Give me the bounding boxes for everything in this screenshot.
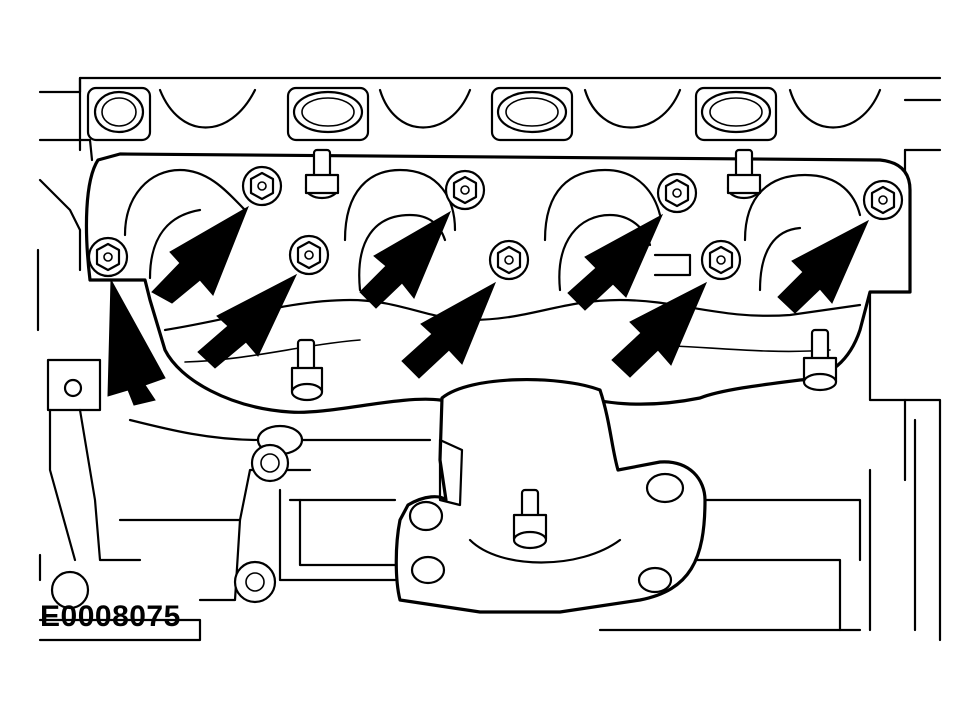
hex-nut	[862, 179, 904, 221]
callout-arrows	[107, 205, 870, 406]
arrow-callout-icon	[359, 210, 452, 309]
hex-nut	[700, 239, 742, 281]
stud	[304, 148, 340, 200]
stud	[802, 328, 838, 392]
arrow-callout-icon	[611, 281, 708, 378]
arrow-callout-icon	[567, 213, 664, 311]
manifold-studs	[290, 148, 838, 550]
arrow-callout-icon	[401, 281, 496, 379]
cylinder-head	[36, 76, 942, 642]
stud	[726, 148, 762, 200]
lower-bracket	[118, 418, 862, 632]
figure-id-label: E0008075	[40, 600, 181, 633]
arrow-callout-icon	[107, 278, 166, 406]
hex-nut	[241, 165, 283, 207]
hex-nut	[288, 234, 330, 276]
stud	[512, 488, 548, 550]
exhaust-manifold	[84, 152, 912, 414]
hex-nut	[87, 236, 129, 278]
stud	[290, 338, 324, 402]
hex-nut	[656, 172, 698, 214]
hex-nut	[488, 239, 530, 281]
hex-nut	[444, 169, 486, 211]
intake-port-row	[86, 86, 882, 142]
downpipe-flange	[394, 378, 707, 614]
arrow-callout-icon	[777, 219, 870, 314]
arrow-callout-icon	[197, 273, 298, 369]
manifold-nuts	[87, 165, 904, 281]
arrow-callout-icon	[151, 205, 249, 304]
